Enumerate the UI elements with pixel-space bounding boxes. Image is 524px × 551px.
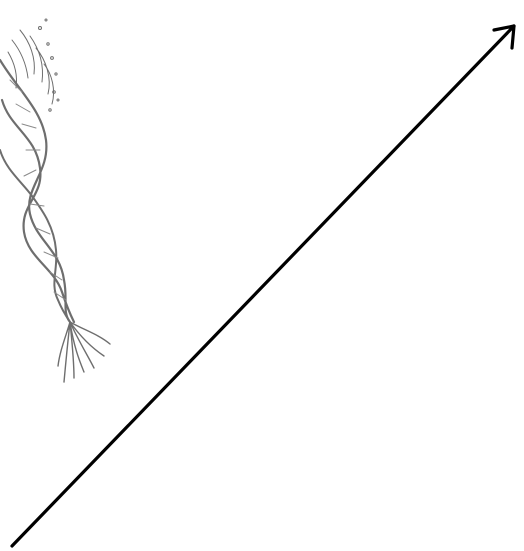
background [0,0,524,551]
illustration-canvas [0,0,524,551]
